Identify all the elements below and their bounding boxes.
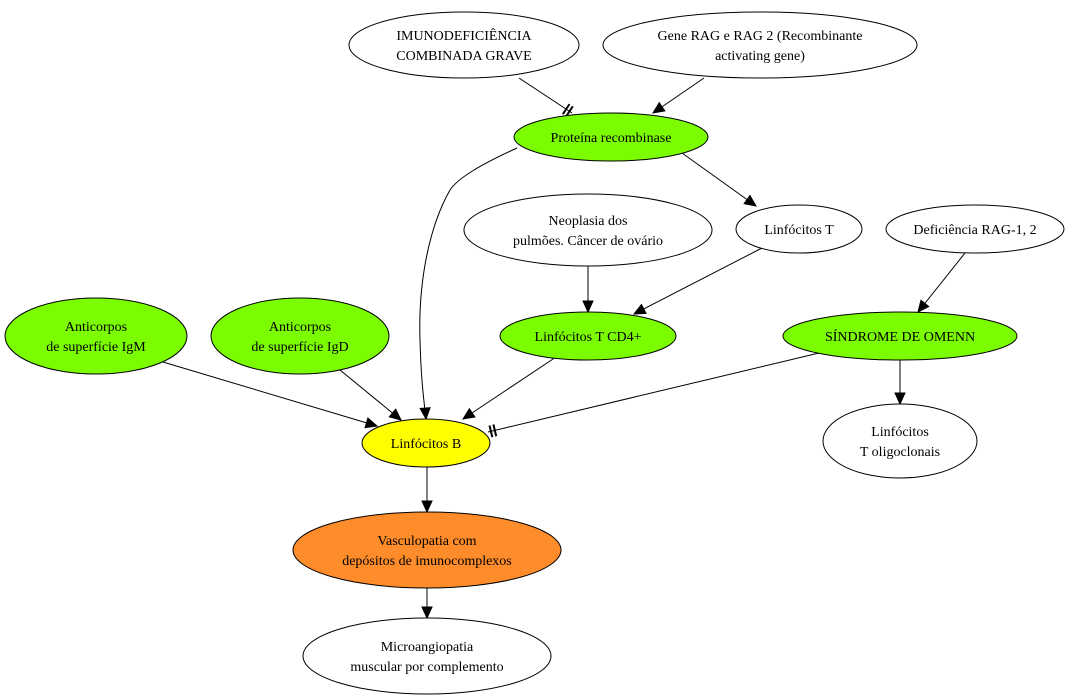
edge-line bbox=[917, 252, 966, 313]
edge-line bbox=[487, 352, 820, 433]
node-deficiencia-rag: Deficiência RAG-1, 2 bbox=[885, 204, 1065, 254]
node-label: Neoplasia dos bbox=[549, 214, 628, 229]
node-label: Deficiência RAG-1, 2 bbox=[913, 223, 1036, 238]
node-anticorpos-igd: Anticorpos de superfície IgD bbox=[210, 297, 390, 375]
arrowhead bbox=[917, 299, 930, 313]
edge-vasculopatia-to-microangiopatia bbox=[421, 588, 433, 620]
node-label: Anticorpos bbox=[65, 320, 127, 335]
node-label: Vasculopatia com bbox=[377, 534, 476, 549]
edge-linfocitos-b-to-vasculopatia bbox=[421, 467, 433, 514]
inhibit-mark bbox=[562, 103, 574, 117]
edge-linfocitos-t-cd4-to-linfocitos-b bbox=[461, 356, 557, 420]
inhibit-mark bbox=[488, 424, 498, 438]
edge-line bbox=[419, 147, 518, 420]
node-gene-rag: Gene RAG e RAG 2 (Recombinante activating… bbox=[602, 11, 918, 79]
arrowhead bbox=[421, 606, 433, 620]
arrowhead bbox=[364, 417, 379, 429]
edge-line bbox=[633, 247, 763, 315]
edge-proteina-recombinase-to-linfocitos-t bbox=[681, 152, 757, 207]
node-neoplasia: Neoplasia dos pulmões. Câncer de ovário bbox=[463, 193, 713, 267]
node-anticorpos-igm: Anticorpos de superfície IgM bbox=[4, 297, 188, 375]
node-label: activating gene) bbox=[715, 49, 805, 64]
edge-gene-rag-to-proteina-recombinase bbox=[652, 77, 705, 114]
node-label: Proteína recombinase bbox=[551, 131, 672, 146]
node-linfocitos-t-oligo: Linfócitos T oligoclonais bbox=[822, 403, 978, 479]
edge-neoplasia-to-linfocitos-t-cd4 bbox=[582, 266, 594, 314]
edge-line bbox=[162, 361, 378, 427]
node-shape bbox=[4, 297, 188, 375]
nodes-layer: IMUNODEFICIÊNCIA COMBINADA GRAVE Gene RAG … bbox=[4, 11, 1065, 695]
node-label: Linfócitos B bbox=[391, 437, 461, 452]
arrowhead bbox=[632, 303, 647, 315]
node-shape bbox=[885, 204, 1065, 254]
edge-line bbox=[518, 77, 573, 114]
edge-deficiencia-rag-to-sindrome-omenn bbox=[917, 252, 966, 313]
node-label: Microangiopatia bbox=[381, 640, 474, 655]
arrowhead bbox=[894, 392, 906, 406]
arrowhead bbox=[743, 194, 757, 207]
edge-line bbox=[462, 356, 557, 420]
node-shape bbox=[602, 11, 918, 79]
edges-layer bbox=[162, 77, 966, 620]
edge-anticorpos-igd-to-linfocitos-b bbox=[339, 369, 402, 421]
arrowhead bbox=[652, 101, 666, 114]
edge-line bbox=[339, 369, 402, 421]
node-proteina-recombinase: Proteína recombinase bbox=[513, 112, 709, 162]
node-sindrome-omenn: SÍNDROME DE OMENN bbox=[782, 311, 1018, 361]
node-imunodeficiencia: IMUNODEFICIÊNCIA COMBINADA GRAVE bbox=[348, 11, 580, 79]
edge-imunodeficiencia-to-proteina-recombinase bbox=[518, 77, 574, 117]
node-label: Gene RAG e RAG 2 (Recombinante bbox=[658, 29, 863, 44]
node-label: pulmões. Câncer de ovário bbox=[513, 234, 663, 249]
edge-line bbox=[681, 152, 757, 207]
node-shape bbox=[302, 617, 552, 695]
arrowhead bbox=[582, 300, 594, 314]
node-shape bbox=[782, 311, 1018, 361]
node-linfocitos-b: Linfócitos B bbox=[361, 418, 491, 468]
node-label: Linfócitos T bbox=[764, 223, 834, 238]
node-label: Linfócitos T CD4+ bbox=[535, 330, 642, 345]
edge-sindrome-omenn-to-linfocitos-b bbox=[487, 352, 820, 438]
node-label: de superfície IgD bbox=[251, 340, 348, 355]
node-label: Linfócitos bbox=[871, 425, 929, 440]
node-shape bbox=[735, 204, 863, 254]
node-label: COMBINADA GRAVE bbox=[396, 49, 531, 64]
arrowhead bbox=[388, 408, 402, 421]
node-shape bbox=[292, 511, 562, 589]
node-shape bbox=[822, 403, 978, 479]
node-vasculopatia: Vasculopatia com depósitos de imunocomple… bbox=[292, 511, 562, 589]
node-shape bbox=[463, 193, 713, 267]
node-label: T oligoclonais bbox=[860, 445, 940, 460]
node-shape bbox=[361, 418, 491, 468]
arrowhead bbox=[461, 407, 476, 420]
node-label: muscular por complemento bbox=[350, 660, 503, 675]
node-shape bbox=[348, 11, 580, 79]
node-label: IMUNODEFICIÊNCIA bbox=[396, 27, 532, 44]
node-label: depósitos de imunocomplexos bbox=[342, 554, 512, 569]
edge-anticorpos-igm-to-linfocitos-b bbox=[162, 361, 379, 429]
edge-sindrome-omenn-to-linfocitos-t-oligo bbox=[894, 360, 906, 406]
node-label: Anticorpos bbox=[269, 320, 331, 335]
edge-linfocitos-t-to-linfocitos-t-cd4 bbox=[632, 247, 763, 315]
node-label: de superfície IgM bbox=[46, 340, 146, 355]
node-label: SÍNDROME DE OMENN bbox=[825, 328, 975, 345]
node-shape bbox=[499, 311, 677, 361]
node-shape bbox=[513, 112, 709, 162]
node-linfocitos-t: Linfócitos T bbox=[735, 204, 863, 254]
node-linfocitos-t-cd4: Linfócitos T CD4+ bbox=[499, 311, 677, 361]
arrowhead bbox=[419, 407, 431, 421]
node-microangiopatia: Microangiopatia muscular por complemento bbox=[302, 617, 552, 695]
node-shape bbox=[210, 297, 390, 375]
arrowhead bbox=[421, 500, 433, 514]
edge-proteina-recombinase-to-linfocitos-b bbox=[419, 147, 518, 421]
